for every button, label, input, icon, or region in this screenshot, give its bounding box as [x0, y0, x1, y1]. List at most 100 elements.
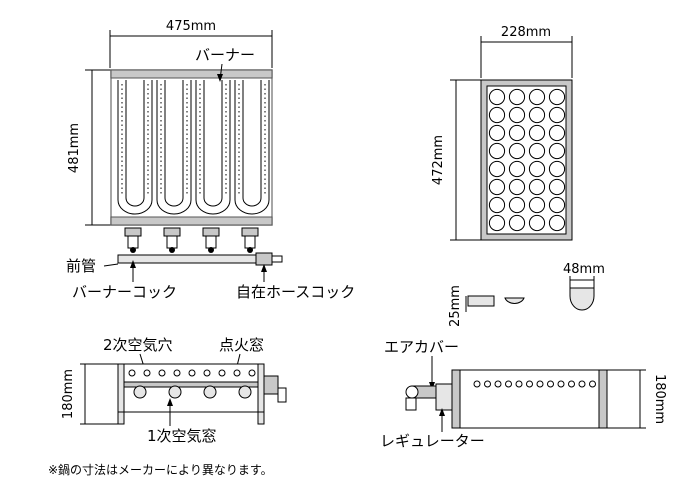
burner-tube	[195, 80, 231, 215]
plate-hole	[528, 88, 546, 106]
air-hole	[578, 380, 586, 388]
burner-cock	[163, 227, 181, 253]
air-hole	[494, 380, 502, 388]
plate-hole	[508, 124, 526, 142]
pan-side-profile	[467, 295, 495, 307]
air-hole	[218, 369, 226, 377]
front-cock-knobs	[133, 385, 252, 399]
burner-tube-outer	[195, 80, 231, 215]
burner-tube-inner	[125, 80, 145, 207]
top-height-dim: 481mm	[67, 123, 82, 173]
burner-tube	[156, 80, 192, 215]
plate-hole	[548, 142, 566, 160]
plate-hole	[548, 106, 566, 124]
air-hole	[547, 380, 554, 388]
cock-stem	[205, 235, 217, 249]
regulator-leader-arrow	[439, 408, 445, 416]
plate-hole	[548, 124, 566, 142]
front-leg-right	[257, 363, 265, 425]
hose-cock-leader-arrow	[261, 264, 267, 272]
burner-tube	[234, 80, 270, 215]
plate-hole	[508, 160, 526, 178]
burner-label: バーナー	[195, 46, 255, 64]
plate-hole	[528, 142, 546, 160]
pan-height-dim: 25mm	[448, 285, 463, 327]
top-width-dim: 475mm	[166, 19, 216, 34]
plate-hole	[548, 178, 566, 196]
pan-width-dim: 48mm	[563, 262, 605, 277]
regulator-inlet	[405, 397, 417, 411]
primary-air-window-label: 1次空気窓	[147, 427, 217, 445]
plate-hole	[488, 88, 506, 106]
plate-hole	[548, 88, 566, 106]
cock-stem	[244, 235, 256, 249]
burner-cock	[124, 227, 142, 253]
plate-hole	[508, 106, 526, 124]
regulator-label: レギュレーター	[380, 432, 485, 450]
air-hole	[505, 380, 512, 388]
air-hole	[536, 380, 544, 388]
top-view: 475mm 481mm バーナー 前管 バーナーコック 自在ホースコック	[66, 19, 355, 301]
air-hole	[233, 369, 241, 377]
air-hole	[128, 369, 136, 377]
plate-hole	[508, 142, 526, 160]
cock-head	[241, 227, 259, 237]
plate-holes	[488, 88, 566, 232]
secondary-air-hole-label: 2次空気穴	[103, 336, 173, 354]
primary-air-leader-arrow	[167, 398, 173, 406]
plate-hole	[508, 178, 526, 196]
plate-width-dim: 228mm	[501, 25, 551, 40]
side-air-holes	[473, 380, 596, 388]
front-air-holes	[128, 369, 256, 377]
front-hose-nozzle	[277, 387, 287, 403]
air-hole	[515, 380, 523, 388]
air-hole	[473, 380, 481, 388]
pan-cup	[569, 287, 595, 311]
plate-hole	[528, 196, 546, 214]
air-hole	[557, 380, 565, 388]
plate-hole	[548, 196, 566, 214]
burner-cocks	[124, 227, 259, 253]
hose-cock-body	[255, 252, 273, 266]
plate-hole	[528, 214, 546, 232]
pan-detail: 48mm 25mm	[448, 262, 605, 327]
air-hole	[248, 369, 256, 377]
cock-knob-icon	[130, 247, 136, 253]
front-pipe	[117, 254, 271, 264]
plate-hole	[548, 214, 566, 232]
side-burner-housing	[451, 369, 608, 429]
plate-hole	[488, 160, 506, 178]
footnote: ※鍋の寸法はメーカーにより異なります。	[48, 462, 273, 477]
plate-hole	[528, 160, 546, 178]
burner-tube-outer	[117, 80, 153, 215]
side-height-dim: 180mm	[61, 369, 76, 419]
burner-cock-label: バーナーコック	[72, 283, 177, 301]
plate-hole	[508, 214, 526, 232]
front-knob	[168, 385, 182, 399]
plate-hole	[528, 178, 546, 196]
front-knob	[238, 385, 252, 399]
burner-tube-inner	[164, 80, 184, 207]
air-hole	[158, 369, 166, 377]
cock-head	[124, 227, 142, 237]
hose-cock-nozzle	[271, 255, 283, 263]
air-cover-label: エアカバー	[384, 338, 459, 356]
plate-hole	[488, 196, 506, 214]
burner-tube-outer	[156, 80, 192, 215]
burner-cock	[241, 227, 259, 253]
front-view: 2次空気穴 点火窓 180mm 1次空気窓	[61, 336, 287, 445]
burner-cock	[202, 227, 220, 253]
hose-cock-label: 自在ホースコック	[236, 283, 355, 301]
cock-knob-icon	[208, 247, 214, 253]
cock-head	[163, 227, 181, 237]
plate-hole	[528, 106, 546, 124]
burner-tube-inner	[203, 80, 223, 207]
plate-view: 228mm 472mm	[431, 25, 573, 241]
plate-hole	[488, 178, 506, 196]
burner-tube	[117, 80, 153, 215]
air-hole	[484, 380, 491, 388]
plate-hole	[508, 88, 526, 106]
side-housing-end-right	[598, 369, 608, 429]
front-leg-left	[117, 363, 125, 425]
